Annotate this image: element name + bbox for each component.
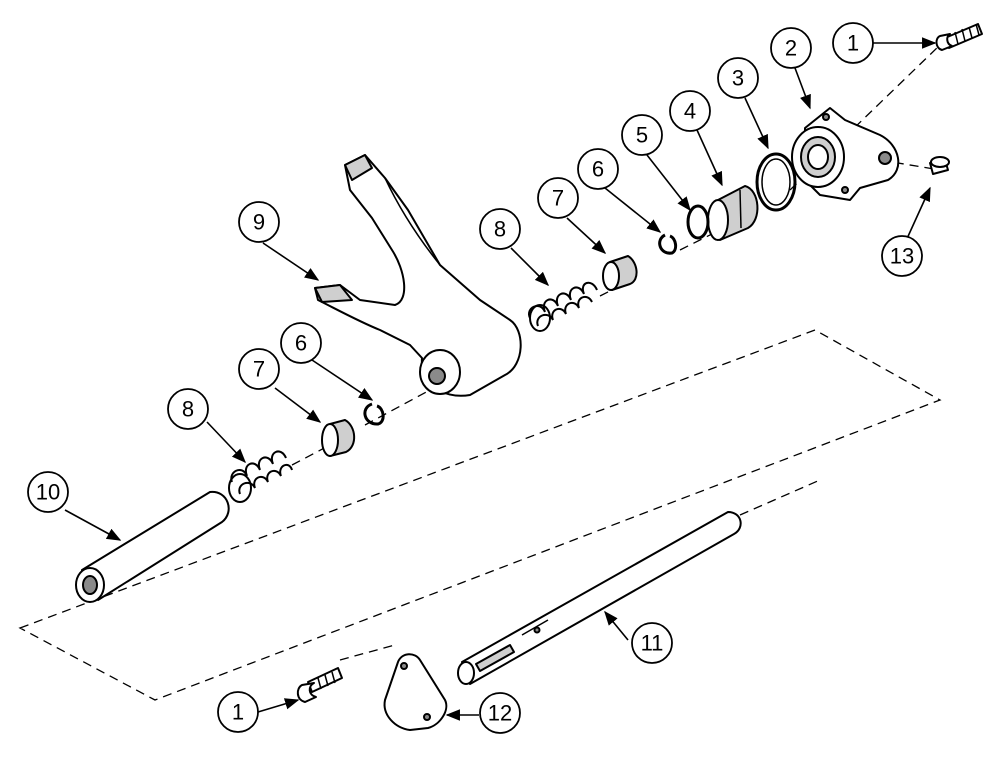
- leader-2: [794, 67, 811, 110]
- svg-text:1: 1: [847, 31, 859, 56]
- svg-text:3: 3: [732, 66, 744, 91]
- cap-screw-axis-centerline: [879, 159, 941, 171]
- bolt-bottom: [296, 667, 343, 703]
- callout-13: 13: [881, 235, 923, 277]
- svg-text:13: 13: [890, 244, 914, 269]
- leader-11: [604, 610, 629, 641]
- assembly-boundary: [18, 329, 942, 701]
- leader-3: [744, 97, 769, 150]
- shaft: [457, 511, 742, 685]
- o-ring: [755, 152, 797, 212]
- callout-6-mid: 6: [280, 322, 322, 364]
- callout-7-mid: 7: [238, 348, 280, 390]
- svg-text:7: 7: [552, 186, 564, 211]
- callout-1-top: 1: [832, 22, 874, 64]
- callout-11: 11: [631, 622, 673, 664]
- callout-9: 9: [238, 201, 280, 243]
- leader-4: [696, 129, 723, 187]
- callout-3: 3: [717, 57, 759, 99]
- plug: [929, 156, 950, 175]
- svg-text:6: 6: [592, 157, 604, 182]
- svg-text:1: 1: [232, 700, 244, 725]
- svg-text:8: 8: [494, 217, 506, 242]
- callout-12: 12: [479, 692, 521, 734]
- svg-text:4: 4: [684, 99, 696, 124]
- cover-plate: [383, 653, 448, 731]
- callout-2: 2: [770, 27, 812, 69]
- lower-axis-centerline: [339, 479, 821, 661]
- leader-8-mid: [206, 421, 246, 464]
- leader-7-mid: [274, 387, 322, 423]
- callout-1-bottom: 1: [217, 691, 259, 733]
- svg-text:9: 9: [253, 210, 265, 235]
- spring-middle: [228, 450, 293, 503]
- leader-6-top: [604, 187, 662, 233]
- callout-7-top: 7: [537, 177, 579, 219]
- sleeve-top: [602, 255, 638, 291]
- leader-10: [64, 509, 122, 541]
- callout-4: 4: [669, 90, 711, 132]
- tube: [75, 490, 230, 603]
- snap-ring-top: [658, 233, 678, 255]
- leader-6-mid: [311, 359, 374, 401]
- leader-5: [646, 154, 691, 212]
- spring-top: [528, 281, 598, 332]
- bolt-top: [935, 23, 983, 51]
- callout-10: 10: [27, 471, 69, 513]
- housing: [791, 107, 900, 201]
- callout-8-top: 8: [479, 208, 521, 250]
- leader-8-top: [510, 247, 550, 287]
- callout-5: 5: [621, 114, 663, 156]
- svg-text:7: 7: [253, 357, 265, 382]
- sleeve-middle: [321, 419, 356, 457]
- leader-13: [904, 186, 931, 244]
- svg-text:12: 12: [488, 701, 512, 726]
- leader-7-top: [566, 217, 607, 254]
- svg-text:2: 2: [785, 36, 797, 61]
- leader-1-bottom: [257, 698, 300, 713]
- svg-text:11: 11: [641, 631, 664, 656]
- leader-9: [262, 242, 320, 281]
- retaining-ring: [686, 204, 710, 240]
- callout-8-mid: 8: [167, 388, 209, 430]
- shift-fork: [314, 154, 522, 397]
- callout-6-top: 6: [577, 148, 619, 190]
- svg-text:5: 5: [636, 123, 648, 148]
- svg-text:6: 6: [295, 331, 307, 356]
- svg-text:10: 10: [36, 480, 60, 505]
- bushing: [707, 185, 759, 241]
- snap-ring-middle: [363, 402, 385, 426]
- svg-text:8: 8: [182, 397, 194, 422]
